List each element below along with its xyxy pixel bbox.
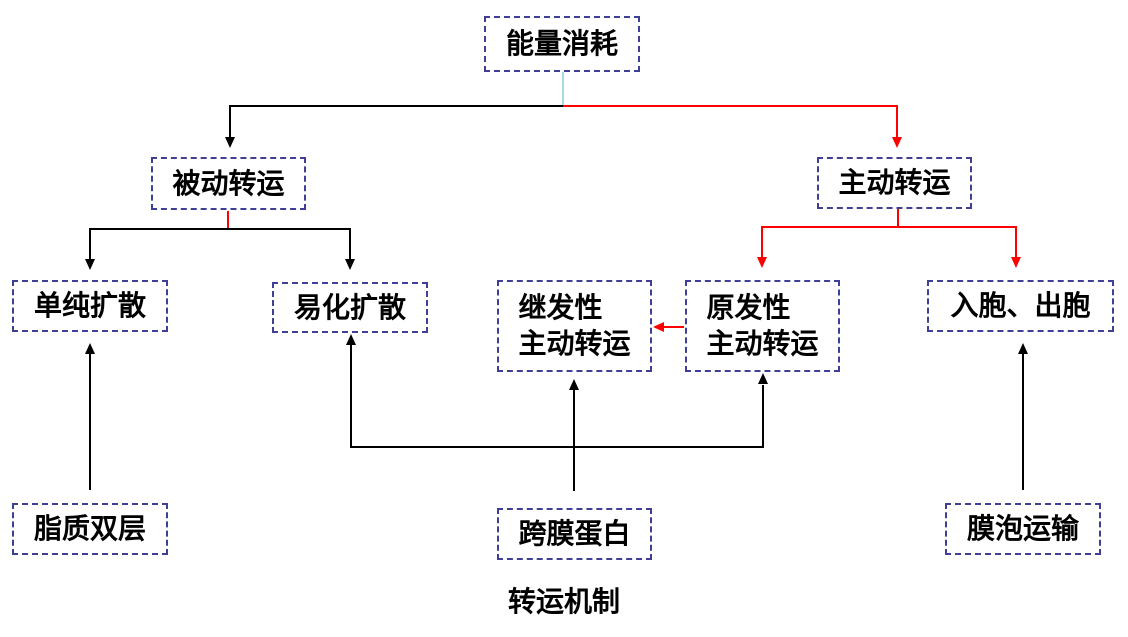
arrowhead-secondary (653, 322, 664, 332)
node-label: 主动转运 (838, 166, 951, 199)
arrowhead-endo-exo (1011, 257, 1021, 268)
arrowhead-protein-secondary (569, 379, 579, 390)
node-energy-consumption: 能量消耗 (484, 16, 640, 72)
node-active-transport: 主动转运 (817, 157, 972, 209)
node-label: 易化扩散 (293, 290, 406, 324)
node-secondary-active-transport: 继发性 主动转运 (497, 280, 652, 372)
edge-active-to-primary (761, 226, 898, 260)
arrowhead-protein-facilitated (346, 334, 356, 345)
arrowhead-lipid-simple (85, 343, 95, 354)
arrowhead-simple (85, 259, 95, 270)
arrowhead-primary (757, 257, 767, 268)
node-label: 跨膜蛋白 (518, 517, 631, 550)
node-label-line2: 主动转运 (518, 327, 631, 360)
node-label: 入胞、出胞 (950, 289, 1091, 322)
arrowhead-active (892, 137, 902, 148)
diagram-caption: 转运机制 (507, 585, 620, 618)
node-label: 被动转运 (172, 166, 285, 200)
node-lipid-bilayer: 脂质双层 (12, 503, 168, 555)
node-primary-active-transport: 原发性 主动转运 (685, 280, 840, 372)
node-endocytosis-exocytosis: 入胞、出胞 (927, 280, 1114, 332)
edge-energy-to-active (563, 105, 898, 140)
edge-active-to-endo-exo (898, 226, 1017, 260)
edge-passive-to-facilitated (228, 228, 351, 262)
node-label: 膜泡运输 (966, 512, 1079, 545)
edge-protein-bracket (350, 345, 764, 448)
node-simple-diffusion: 单纯扩散 (12, 280, 168, 332)
node-label: 能量消耗 (505, 27, 618, 60)
node-label: 单纯扩散 (33, 289, 146, 322)
node-vesicle-transport: 膜泡运输 (945, 503, 1101, 555)
arrowhead-passive (225, 137, 235, 148)
arrowhead-facilitated (345, 259, 355, 270)
node-passive-transport: 被动转运 (151, 157, 306, 210)
arrowhead-vesicle-endo (1018, 343, 1028, 354)
edge-energy-to-passive (229, 105, 563, 140)
arrowhead-protein-primary (758, 373, 768, 384)
node-label: 脂质双层 (33, 512, 146, 545)
edge-passive-to-simple (89, 228, 228, 262)
node-label-line1: 原发性 (706, 291, 791, 324)
node-label-line1: 继发性 (518, 291, 603, 324)
node-transmembrane-protein: 跨膜蛋白 (497, 508, 652, 560)
node-facilitated-diffusion: 易化扩散 (272, 282, 428, 333)
node-label-line2: 主动转运 (706, 327, 819, 360)
